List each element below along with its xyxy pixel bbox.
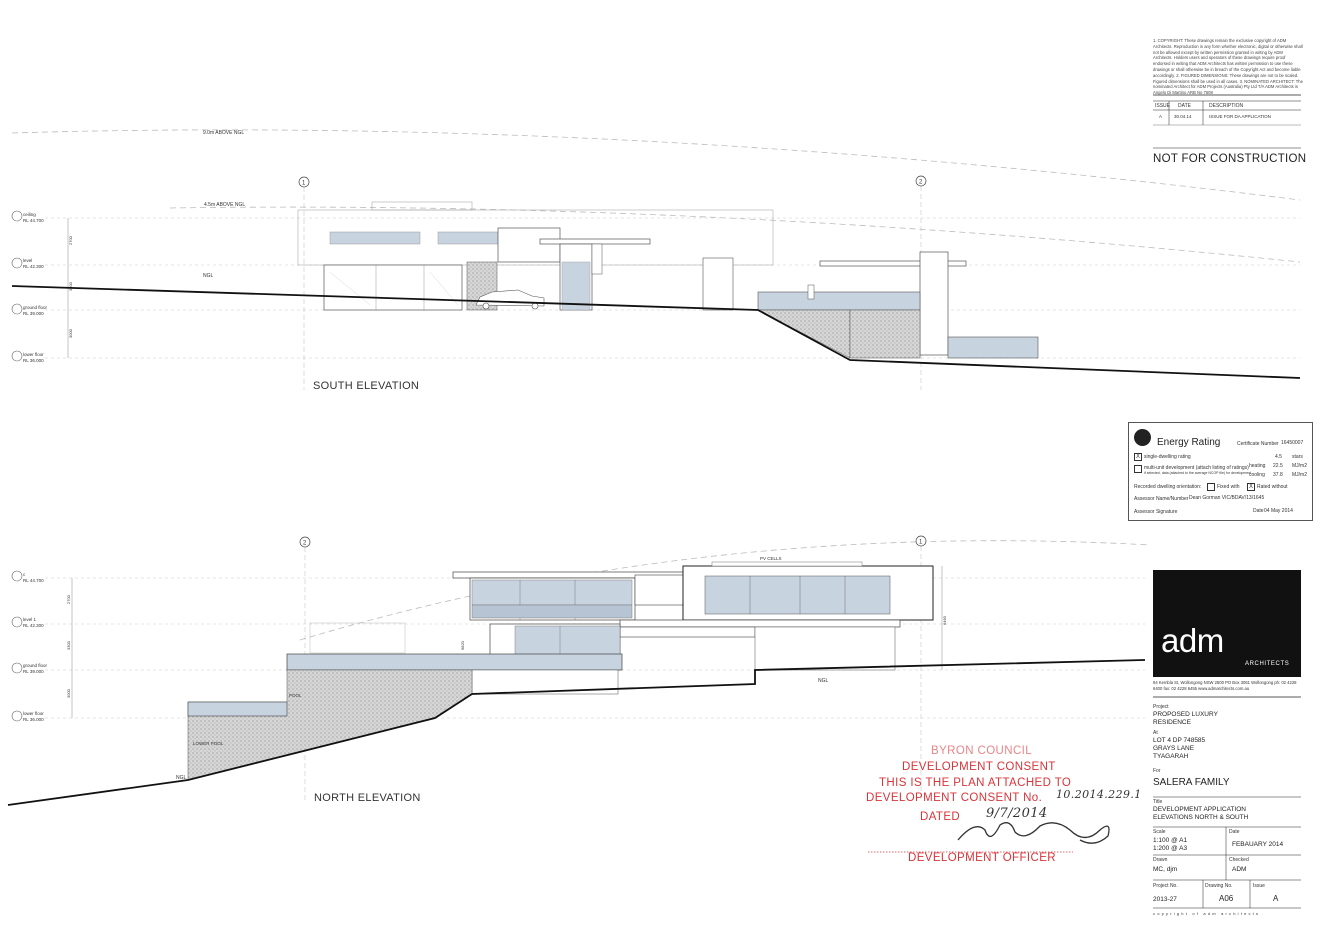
not-for-construction: NOT FOR CONSTRUCTION: [1153, 153, 1307, 165]
svg-text:ground floor: ground floor: [23, 305, 48, 310]
energy-rating-title: Energy Rating: [1157, 437, 1221, 448]
svg-text:ceiling: ceiling: [23, 212, 36, 217]
svg-text:c: c: [23, 572, 26, 577]
firm-subtitle: ARCHITECTS: [1245, 661, 1290, 667]
firm-address: 94 Kembla St, Wollongong NSW 2500 PO Box…: [1153, 680, 1297, 691]
south-ground-line: [11, 285, 1301, 379]
svg-text:3300: 3300: [66, 640, 71, 650]
north-level-markers: c RL 44.700 level 1 RL 42.300 ground flo…: [11, 570, 48, 722]
ngl-label-south: NGL: [203, 273, 214, 279]
svg-text:30.04.14: 30.04.14: [1174, 114, 1192, 119]
svg-text:2700: 2700: [66, 594, 71, 604]
energy-rating-logo-icon: [1134, 429, 1151, 446]
issue-letter: A: [1273, 894, 1279, 903]
title-block-frame: ISSUE DATE DESCRIPTION A 30.04.14 ISSUE …: [1153, 94, 1301, 909]
energy-rating-certificate: Energy Rating Certificate Number 1645000…: [1128, 422, 1313, 521]
svg-text:NGL: NGL: [176, 775, 187, 781]
client-name: SALERA FAMILY: [1153, 777, 1230, 788]
svg-text:ISSUE FOR DA APPLICATION: ISSUE FOR DA APPLICATION: [1209, 114, 1271, 119]
copyright-note: 1. COPYRIGHT: These drawings remain the …: [1153, 38, 1303, 96]
copyright-footer: copyright of adm architects: [1153, 911, 1261, 916]
svg-text:3000: 3000: [66, 688, 71, 698]
svg-text:2: 2: [303, 541, 307, 547]
multi-unit-checkbox: [1134, 465, 1142, 473]
height-4-5m-label: 4.5m ABOVE NGL: [204, 202, 245, 208]
svg-text:lower floor: lower floor: [23, 352, 44, 357]
svg-text:RL 44.700: RL 44.700: [23, 218, 44, 223]
svg-text:RL 39.000: RL 39.000: [23, 669, 44, 674]
lower-pool-label: LOWER POOL: [193, 741, 224, 746]
svg-text:RL 42.300: RL 42.300: [23, 264, 44, 269]
svg-text:A: A: [1159, 114, 1162, 119]
svg-text:6460: 6460: [942, 615, 947, 625]
north-elevation-label: NORTH ELEVATION: [314, 792, 421, 804]
drawing-date: FEBAUARY 2014: [1232, 841, 1284, 848]
south-elevation-label: SOUTH ELEVATION: [313, 380, 419, 392]
svg-text:6820: 6820: [460, 640, 465, 650]
svg-text:1: 1: [302, 181, 306, 187]
svg-text:1: 1: [919, 540, 923, 546]
svg-text:RL 36.000: RL 36.000: [23, 717, 44, 722]
south-level-markers: ceiling RL 44.700 level RL 42.300 ground…: [11, 210, 48, 363]
drawing-title: DEVELOPMENT APPLICATION ELEVATIONS NORTH…: [1153, 806, 1249, 821]
svg-text:lower floor: lower floor: [23, 711, 44, 716]
firm-wordmark: adm: [1161, 622, 1224, 659]
north-elevation: c RL 44.700 level 1 RL 42.300 ground flo…: [7, 535, 1151, 806]
svg-text:2: 2: [919, 180, 923, 186]
svg-text:3300: 3300: [68, 281, 73, 291]
dated-handwritten: 9/7/2014: [986, 806, 1048, 821]
consent-number-handwritten: 10.2014.229.1: [1056, 788, 1142, 801]
pv-cells-label: PV CELLS: [760, 556, 782, 561]
site-address: LOT 4 DP 748585 GRAYS LANE TYAGARAH: [1153, 737, 1206, 760]
height-9m-label: 9.0m ABOVE NGL: [203, 130, 244, 136]
svg-text:RL 42.300: RL 42.300: [23, 623, 44, 628]
svg-text:ground floor: ground floor: [23, 663, 48, 668]
svg-text:DESCRIPTION: DESCRIPTION: [1209, 103, 1244, 109]
project-number: 2013-27: [1153, 896, 1177, 903]
drawing-number: A06: [1219, 894, 1234, 903]
svg-text:RL 36.000: RL 36.000: [23, 358, 44, 363]
svg-text:NGL: NGL: [818, 678, 829, 684]
svg-text:RL 39.000: RL 39.000: [23, 311, 44, 316]
pool-label: POOL: [289, 693, 302, 698]
south-elevation: 9.0m ABOVE NGL 4.5m ABOVE NGL ceiling RL…: [11, 129, 1301, 392]
svg-text:RL 44.700: RL 44.700: [23, 578, 44, 583]
svg-text:level: level: [23, 258, 32, 263]
svg-text:ISSUE: ISSUE: [1155, 103, 1171, 109]
svg-text:3000: 3000: [68, 328, 73, 338]
height-9m-line: [11, 129, 1301, 201]
svg-text:level 1: level 1: [23, 617, 37, 622]
drawing-scale: 1:100 @ A1 1:200 @ A3: [1153, 837, 1188, 852]
project-name: PROPOSED LUXURY RESIDENCE: [1153, 711, 1218, 726]
adm-architects-logo: adm ARCHITECTS: [1153, 570, 1301, 677]
north-ground-line: [7, 659, 1146, 806]
svg-text:2700: 2700: [68, 235, 73, 245]
single-dwelling-checkbox: X: [1134, 453, 1142, 461]
svg-text:DATE: DATE: [1178, 103, 1192, 109]
